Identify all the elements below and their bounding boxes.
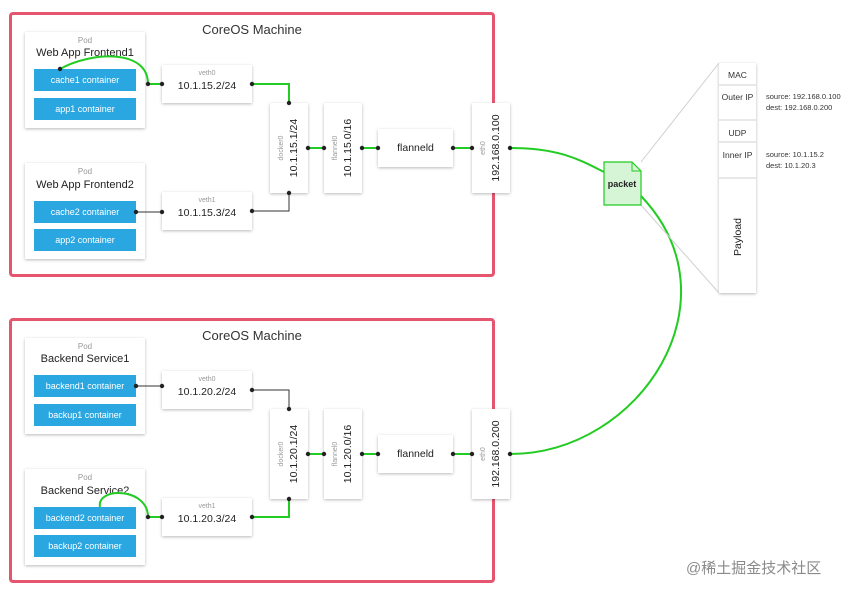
link-dot xyxy=(359,145,365,151)
link-dot xyxy=(286,406,292,412)
pod-tag: Pod xyxy=(77,342,93,351)
container-backup2: backup2 container xyxy=(34,535,136,557)
veth0-box: veth0 10.1.20.2/24 xyxy=(162,371,252,409)
pod-name: Backend Service2 xyxy=(40,485,130,497)
packet-callout-top xyxy=(640,62,720,163)
packet-icon xyxy=(603,161,642,206)
link-veth0-docker0-m2 xyxy=(252,389,290,409)
link-veth1-backend2 xyxy=(98,492,162,518)
link-dot xyxy=(305,451,311,457)
link-veth1-docker0-m1 xyxy=(252,193,290,212)
link-dot xyxy=(507,145,513,151)
link-dot xyxy=(145,81,151,87)
link-dot xyxy=(133,209,139,215)
machine-title: CoreOS Machine xyxy=(202,328,302,343)
link-dot xyxy=(286,496,292,502)
veth-tag: veth1 xyxy=(198,197,216,204)
veth-ip: 10.1.20.2/24 xyxy=(177,386,237,398)
veth-tag: veth1 xyxy=(198,503,216,510)
outer-dest-text: dest: 192.168.0.200 xyxy=(766,103,833,112)
pod-name: Backend Service1 xyxy=(40,353,130,365)
inner-dest-text: dest: 10.1.20.3 xyxy=(766,161,816,170)
container-cache2: cache2 container xyxy=(34,201,136,223)
link-dot xyxy=(145,514,151,520)
link-dot xyxy=(159,209,165,215)
outer-source-text: source: 192.168.0.100 xyxy=(766,92,841,101)
link-dot xyxy=(359,451,365,457)
link-dot xyxy=(507,451,513,457)
container-backend1: backend1 container xyxy=(34,375,136,397)
watermark-text: @稀土掘金技术社区 xyxy=(686,560,822,577)
link-dot xyxy=(159,514,165,520)
flanneld-box: flanneld xyxy=(378,129,453,167)
packet-outer-ip-label: Outer IP xyxy=(721,92,754,102)
link-dot xyxy=(450,145,456,151)
flanneld-label: flanneld xyxy=(397,142,434,154)
container-backend2: backend2 container xyxy=(34,507,136,529)
link-dot xyxy=(249,514,255,520)
link-dot xyxy=(286,100,292,106)
packet-icon-fold xyxy=(631,162,641,172)
pod-tag: Pod xyxy=(77,167,93,176)
pod-name: Web App Frontend2 xyxy=(36,179,134,191)
veth-ip: 10.1.15.3/24 xyxy=(177,207,237,219)
veth-ip: 10.1.20.3/24 xyxy=(177,513,237,525)
container-app2: app2 container xyxy=(34,229,136,251)
packet-inner-ip-label: Inner IP xyxy=(722,150,753,160)
link-dot xyxy=(159,81,165,87)
link-dot xyxy=(469,451,475,457)
link-dot xyxy=(450,451,456,457)
veth1-box: veth1 10.1.20.3/24 xyxy=(162,498,252,536)
pod-tag: Pod xyxy=(77,473,93,482)
link-dot xyxy=(305,145,311,151)
link-eth0-packet xyxy=(509,147,605,173)
link-dot xyxy=(321,145,327,151)
link-veth0-docker0 xyxy=(252,83,290,103)
link-dot xyxy=(286,190,292,196)
link-dot xyxy=(159,383,165,389)
flanneld-box: flanneld xyxy=(378,435,453,473)
veth1-box: veth1 10.1.15.3/24 xyxy=(162,192,252,230)
link-packet-eth0-m2 xyxy=(509,195,683,455)
veth0-box: veth0 10.1.15.2/24 xyxy=(162,65,252,103)
link-dot xyxy=(375,145,381,151)
link-dot xyxy=(249,387,255,393)
packet-udp-label: UDP xyxy=(728,128,747,138)
veth-tag: veth0 xyxy=(198,70,216,77)
link-docker0-veth1-m2 xyxy=(252,499,290,518)
link-dot xyxy=(469,145,475,151)
pod-tag: Pod xyxy=(77,36,93,45)
container-backup1: backup1 container xyxy=(34,404,136,426)
flanneld-label: flanneld xyxy=(397,448,434,460)
container-app1: app1 container xyxy=(34,98,136,120)
machine-title: CoreOS Machine xyxy=(202,22,302,37)
link-dot xyxy=(321,451,327,457)
link-dot xyxy=(375,451,381,457)
link-dot xyxy=(57,66,63,72)
veth-tag: veth0 xyxy=(198,376,216,383)
inner-source-text: source: 10.1.15.2 xyxy=(766,150,824,159)
packet-callout-bottom xyxy=(640,204,720,294)
veth-ip: 10.1.15.2/24 xyxy=(177,80,237,92)
link-cache1-veth0 xyxy=(59,55,162,85)
link-dot xyxy=(133,383,139,389)
link-dot xyxy=(249,208,255,214)
container-cache1: cache1 container xyxy=(34,69,136,91)
packet-mac-label: MAC xyxy=(728,70,747,80)
link-dot xyxy=(249,81,255,87)
packet-label: packet xyxy=(608,179,637,189)
